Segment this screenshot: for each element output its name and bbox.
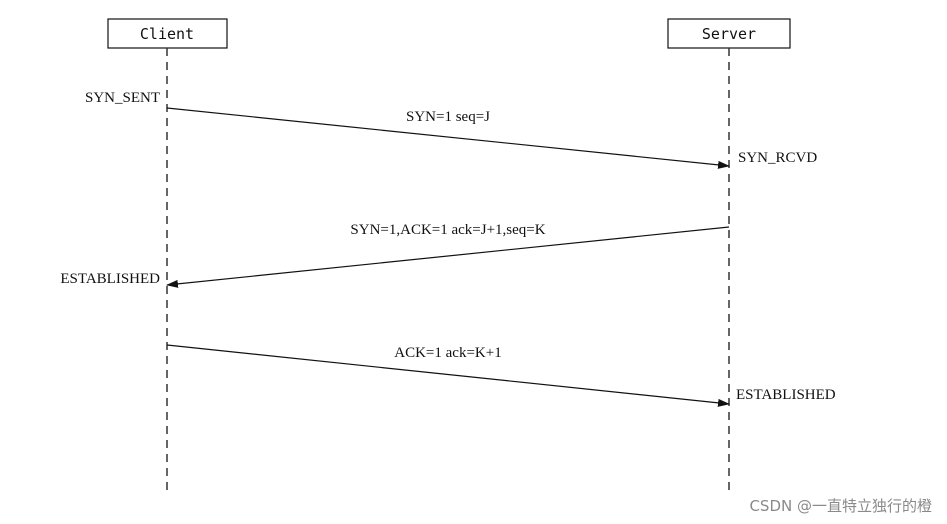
syn-ack-arrow [166, 226, 730, 288]
server-state-syn-rcvd: SYN_RCVD [738, 150, 817, 166]
server-box [667, 18, 791, 49]
syn-message-label: SYN=1 seq=J [406, 109, 490, 125]
ack-arrow [166, 344, 730, 407]
client-label: Client [140, 25, 194, 43]
server-participant: Server [667, 18, 791, 49]
ack-message-label: ACK=1 ack=K+1 [394, 345, 501, 361]
client-box [107, 18, 228, 49]
server-state-established: ESTABLISHED [736, 387, 836, 403]
syn-ack-message-label: SYN=1,ACK=1 ack=J+1,seq=K [350, 222, 545, 238]
server-label: Server [702, 25, 756, 43]
csdn-watermark: CSDN @一直特立独行的橙 [749, 497, 932, 515]
client-participant: Client [107, 18, 228, 49]
syn-arrow [166, 107, 730, 169]
client-state-established: ESTABLISHED [60, 271, 160, 287]
client-state-syn-sent: SYN_SENT [85, 90, 160, 106]
